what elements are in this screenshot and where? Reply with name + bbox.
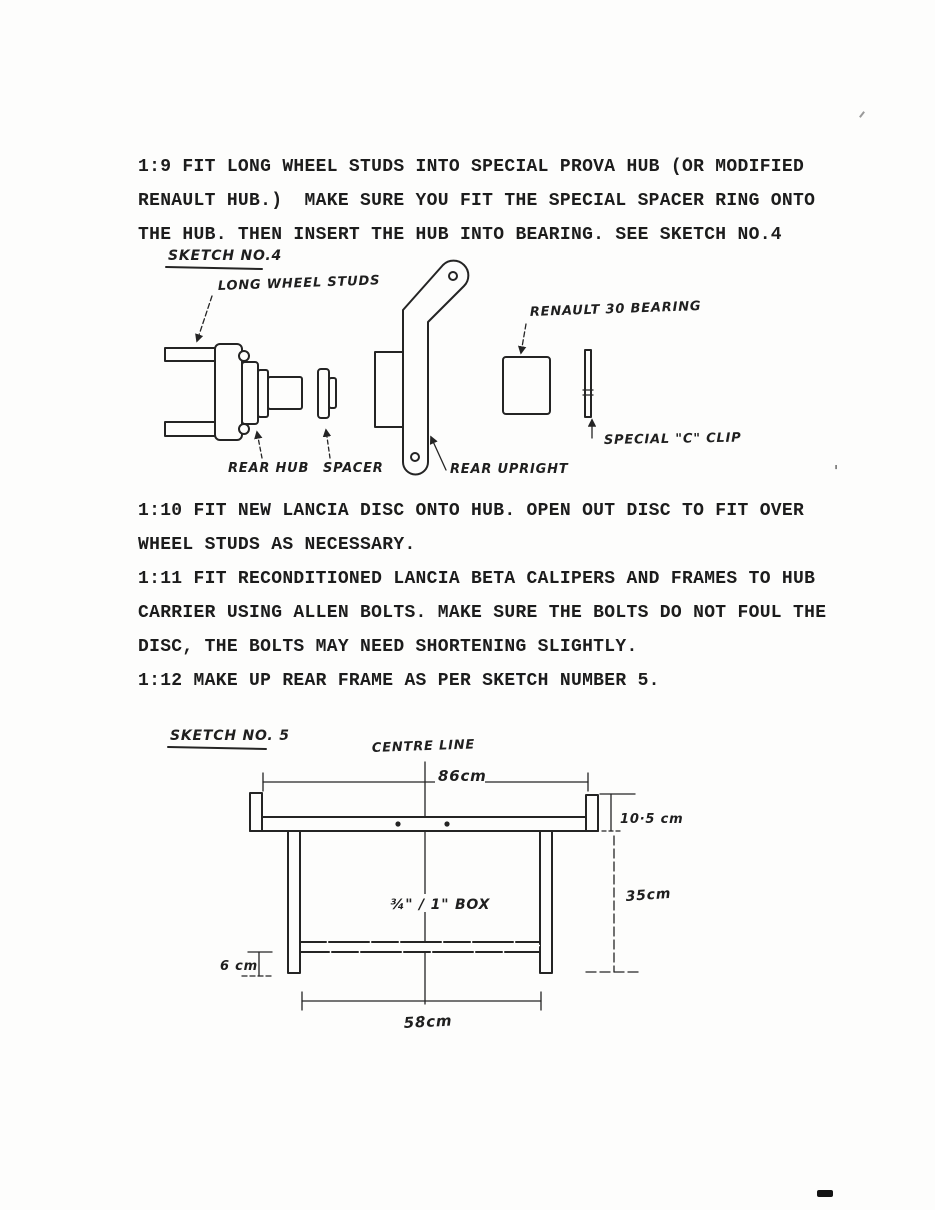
label-rear-hub: REAR HUB bbox=[228, 461, 309, 476]
paragraph-steps-1-10-to-1-12: 1:10 FIT NEW LANCIA DISC ONTO HUB. OPEN … bbox=[138, 494, 826, 698]
sketch5-title: SKETCH NO. 5 bbox=[170, 728, 290, 744]
dim-10-5cm-text: 10·5 cm bbox=[620, 812, 683, 827]
arrow-bearing bbox=[517, 323, 527, 355]
legs-drawing bbox=[287, 830, 553, 974]
typed-line: 1:11 FIT RECONDITIONED LANCIA BETA CALIP… bbox=[138, 569, 816, 589]
label-spacer: SPACER bbox=[323, 461, 384, 476]
cross-bar-drawing bbox=[299, 941, 541, 953]
title-underline bbox=[165, 266, 263, 270]
typed-line: 1:10 FIT NEW LANCIA DISC ONTO HUB. OPEN … bbox=[138, 501, 805, 521]
rear-upright-drawing bbox=[374, 259, 470, 476]
dimension-58cm: 58cm bbox=[301, 991, 542, 1032]
typed-line: 1:12 MAKE UP REAR FRAME AS PER SKETCH NU… bbox=[138, 671, 660, 691]
label-c-clip: SPECIAL "C" CLIP bbox=[604, 431, 742, 448]
stray-apostrophe-mark: ' bbox=[834, 462, 839, 480]
arrow-rear-hub bbox=[254, 430, 263, 459]
typed-line: 1:9 FIT LONG WHEEL STUDS INTO SPECIAL PR… bbox=[138, 157, 805, 177]
scan-speckle bbox=[859, 111, 865, 118]
label-rear-upright: REAR UPRIGHT bbox=[450, 462, 569, 477]
typed-line: CARRIER USING ALLEN BOLTS. MAKE SURE THE… bbox=[138, 603, 827, 623]
dim-58cm-text: 58cm bbox=[403, 1011, 452, 1032]
rear-hub-drawing bbox=[214, 343, 303, 441]
dimension-86cm: 86cm bbox=[262, 767, 589, 792]
dim-6cm-text: 6 cm bbox=[220, 959, 258, 974]
box-section-text: ¾" / 1" BOX bbox=[390, 897, 491, 913]
label-box-section: ¾" / 1" BOX bbox=[388, 894, 491, 913]
wheel-studs-drawing bbox=[164, 347, 216, 437]
sketch4-title: SKETCH NO.4 bbox=[168, 248, 282, 264]
label-bearing: RENAULT 30 BEARING bbox=[530, 299, 702, 320]
top-rail-drawing bbox=[249, 792, 599, 832]
dimension-6cm: 6 cm bbox=[220, 951, 275, 977]
spacer-drawing bbox=[317, 368, 337, 419]
dim-86cm-text: 86cm bbox=[438, 767, 487, 785]
paragraph-step-1-9: 1:9 FIT LONG WHEEL STUDS INTO SPECIAL PR… bbox=[138, 150, 815, 252]
dimension-10-5cm: 10·5 cm bbox=[599, 793, 683, 832]
sketch-5-rear-frame: SKETCH NO. 5 CENTRE LINE 86cm 10·5 cm ¾"… bbox=[167, 728, 683, 1032]
sketch-4-rear-hub-assembly: SKETCH NO.4 LONG WHEEL STUDS REAR HUB SP… bbox=[164, 248, 742, 477]
typed-line: THE HUB. THEN INSERT THE HUB INTO BEARIN… bbox=[138, 225, 782, 245]
arrow-long-wheel-studs bbox=[195, 295, 213, 343]
typed-line: DISC, THE BOLTS MAY NEED SHORTENING SLIG… bbox=[138, 637, 638, 657]
c-clip-drawing bbox=[582, 349, 594, 418]
label-long-wheel-studs: LONG WHEEL STUDS bbox=[218, 273, 381, 294]
arrow-rear-upright bbox=[429, 435, 447, 471]
dimension-35cm: 35cm bbox=[585, 835, 672, 973]
print-smudge bbox=[817, 1190, 833, 1197]
arrow-spacer bbox=[322, 428, 332, 459]
label-centre-line: CENTRE LINE bbox=[372, 737, 476, 756]
bearing-drawing bbox=[502, 356, 551, 415]
dim-35cm-text: 35cm bbox=[625, 886, 672, 905]
typed-line: WHEEL STUDS AS NECESSARY. bbox=[138, 535, 416, 555]
title-underline bbox=[167, 746, 267, 750]
typed-line: RENAULT HUB.) MAKE SURE YOU FIT THE SPEC… bbox=[138, 191, 816, 211]
